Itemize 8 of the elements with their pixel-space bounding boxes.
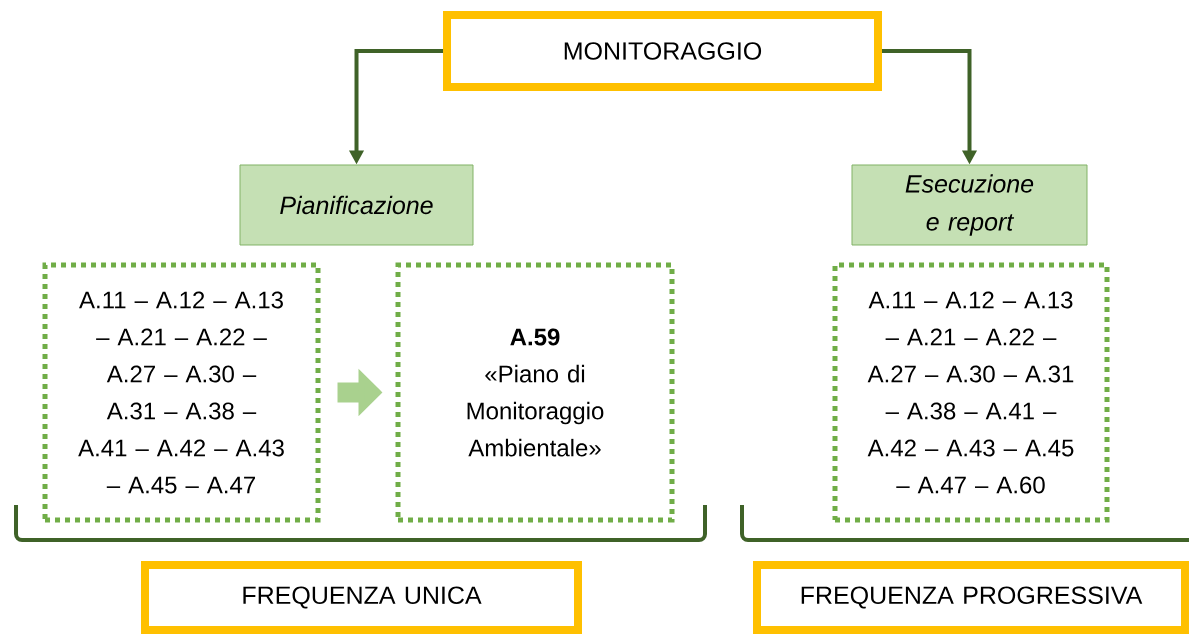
activity-box: A.59 «Piano di Monitoraggio Ambientale» — [395, 262, 675, 523]
activity-box: A.11 – A.12 – A.13 – A.21 – A.22 – A.27 – A.30 – A.31 – A.38 – A.41 – A.42 – A.43 – A.45 – A.47 – A.60 — [832, 262, 1110, 523]
label-box: FREQUENZA PROGRESSIVA — [753, 561, 1189, 634]
activity-box: A.11 – A.12 – A.13 – A.21 – A.22 – A.27 – A.30 – A.31 – A.38 – A.41 – A.42 – A.43 – A.45 – A.47 — [42, 262, 321, 523]
label-box: MONITORAGGIO — [443, 11, 882, 91]
stage-box: Pianificazione — [239, 164, 474, 246]
stage-box: Esecuzione e report — [851, 164, 1088, 246]
label-box: FREQUENZA UNICA — [141, 561, 582, 634]
